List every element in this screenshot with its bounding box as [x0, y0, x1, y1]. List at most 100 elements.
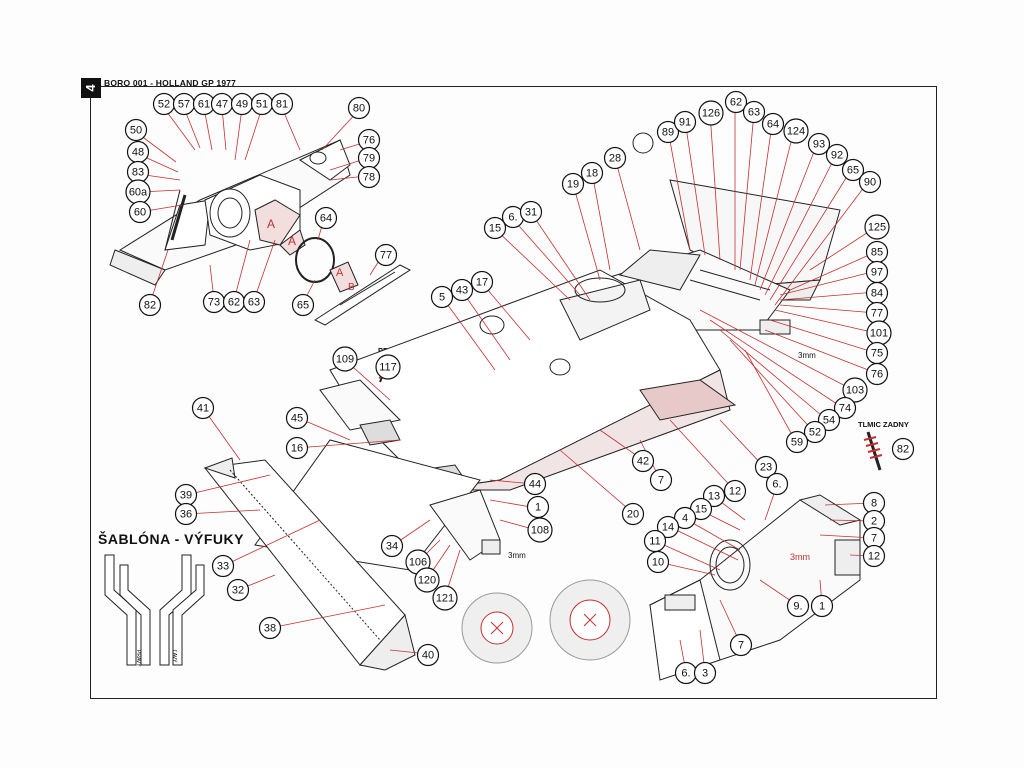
svg-text:62: 62 — [730, 97, 742, 109]
svg-text:39: 39 — [180, 490, 192, 502]
svg-text:106: 106 — [409, 557, 427, 569]
svg-text:81: 81 — [276, 99, 288, 111]
svg-text:80: 80 — [353, 103, 365, 115]
svg-text:12: 12 — [868, 551, 880, 563]
callout-18: 18 — [580, 161, 604, 185]
callout-103: 103 — [842, 377, 868, 403]
svg-text:63: 63 — [248, 297, 260, 309]
callout-31: 31 — [519, 200, 543, 224]
svg-text:6.: 6. — [508, 212, 517, 224]
callout-50: 50 — [124, 118, 148, 142]
svg-text:77: 77 — [871, 308, 883, 320]
svg-text:2: 2 — [871, 516, 877, 528]
svg-text:5: 5 — [439, 292, 445, 304]
letter-a2: A — [288, 234, 296, 248]
callout-121: 121 — [432, 585, 458, 611]
callout-3: 3 — [693, 661, 717, 685]
svg-text:8: 8 — [871, 498, 877, 510]
callout-77: 77 — [374, 243, 398, 267]
callout-1: 1 — [526, 495, 550, 519]
svg-text:9.: 9. — [793, 601, 802, 613]
svg-text:10: 10 — [652, 557, 664, 569]
svg-text:34: 34 — [386, 541, 398, 553]
callout-16: 16 — [285, 436, 309, 460]
dim-3mm-b: 3mm — [798, 351, 816, 360]
callout-49: 49 — [230, 92, 254, 116]
dim-3mm-c: 3mm — [508, 551, 526, 560]
letter-a3: A — [336, 267, 344, 279]
callout-120: 120 — [414, 567, 440, 593]
svg-text:32: 32 — [232, 585, 244, 597]
rear-damper-icon — [863, 431, 883, 471]
callout-62: 62 — [222, 290, 246, 314]
callout-93: 93 — [807, 132, 831, 156]
svg-text:109: 109 — [336, 354, 354, 366]
svg-text:14: 14 — [662, 522, 674, 534]
svg-text:121: 121 — [436, 593, 454, 605]
rear-damper-label: TLMIC ZADNY — [858, 420, 909, 429]
svg-text:23: 23 — [760, 462, 772, 474]
svg-text:6.: 6. — [681, 668, 690, 680]
callout-90: 90 — [858, 170, 882, 194]
callout-38: 38 — [258, 616, 282, 640]
callout-65: 65 — [291, 293, 315, 317]
svg-text:38: 38 — [264, 623, 276, 635]
svg-text:84: 84 — [871, 288, 883, 300]
svg-text:52: 52 — [809, 427, 821, 439]
callout-97: 97 — [865, 260, 889, 284]
callout-125: 125 — [864, 214, 890, 240]
callout-64: 64 — [761, 112, 785, 136]
callout-52: 52 — [803, 420, 827, 444]
callout-39: 39 — [174, 483, 198, 507]
callout-20: 20 — [621, 502, 645, 526]
callout-108: 108 — [527, 517, 553, 543]
letter-a1: A — [267, 217, 275, 231]
svg-text:117: 117 — [379, 362, 397, 374]
callout-65: 65 — [841, 158, 865, 182]
svg-text:82: 82 — [144, 300, 156, 312]
callout-77: 77 — [865, 301, 889, 325]
svg-text:64: 64 — [767, 119, 779, 131]
svg-text:74: 74 — [839, 403, 851, 415]
callout-117: 117 — [375, 354, 401, 380]
callout-33: 33 — [211, 554, 235, 578]
wheel-disc-right — [549, 579, 631, 661]
template-right-label: ĽAVÝ — [171, 650, 178, 663]
svg-text:62: 62 — [228, 297, 240, 309]
svg-text:12: 12 — [729, 486, 741, 498]
callout-76: 76 — [865, 362, 889, 386]
callout-57: 57 — [172, 92, 196, 116]
svg-text:78: 78 — [363, 172, 375, 184]
callout-63: 63 — [742, 100, 766, 124]
callout-9: 9. — [786, 594, 810, 618]
svg-text:77: 77 — [380, 250, 392, 262]
callout-73: 73 — [202, 290, 226, 314]
callout-19: 19 — [561, 172, 585, 196]
template-title: ŠABLÓNA - VÝFUKY — [98, 531, 244, 547]
svg-text:93: 93 — [813, 139, 825, 151]
callout-64: 64 — [314, 206, 338, 230]
callout-32: 32 — [226, 578, 250, 602]
callout-48: 48 — [126, 140, 150, 164]
svg-text:19: 19 — [567, 179, 579, 191]
svg-text:7: 7 — [738, 640, 744, 652]
callout-44: 44 — [523, 472, 547, 496]
engine-rear-subassembly — [109, 139, 351, 286]
svg-text:17: 17 — [476, 277, 488, 289]
svg-text:76: 76 — [363, 135, 375, 147]
callout-6: 6. — [765, 472, 789, 496]
callout-4: 4 — [673, 506, 697, 530]
callout-124: 124 — [783, 118, 809, 144]
main-car-body — [203, 132, 841, 671]
callout-47: 47 — [210, 92, 234, 116]
callout-10: 10 — [646, 550, 670, 574]
svg-text:28: 28 — [609, 153, 621, 165]
svg-text:120: 120 — [418, 575, 436, 587]
letter-b: B — [348, 282, 355, 293]
svg-text:6.: 6. — [772, 479, 781, 491]
svg-text:15: 15 — [695, 504, 707, 516]
svg-text:18: 18 — [586, 168, 598, 180]
callout-83: 83 — [126, 160, 150, 184]
svg-text:44: 44 — [529, 479, 541, 491]
